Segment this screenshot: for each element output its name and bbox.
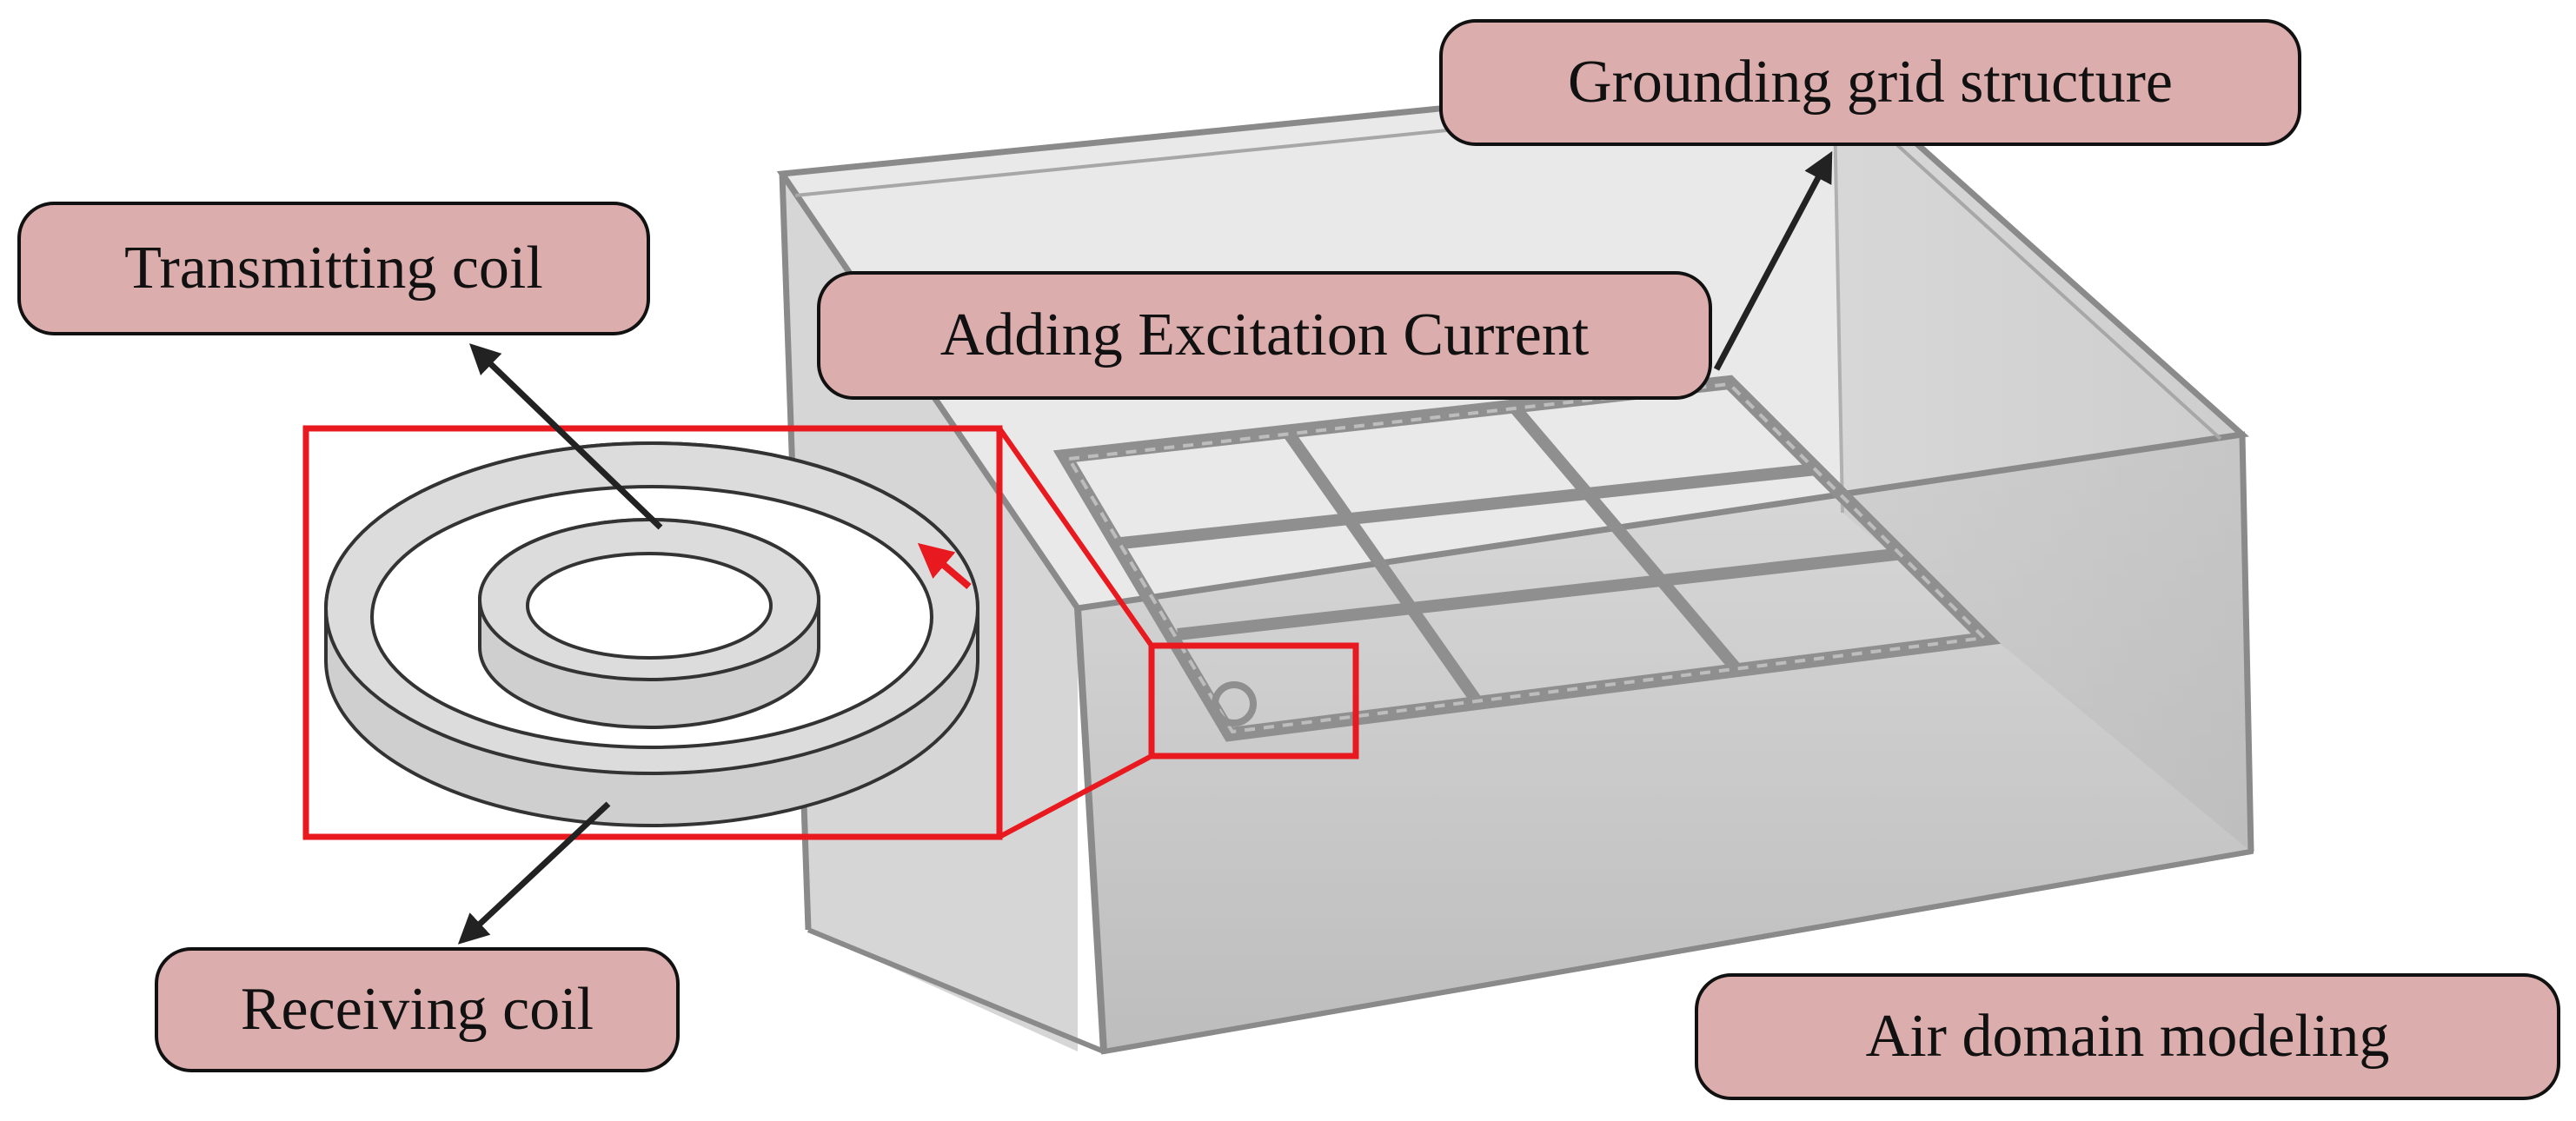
zoom-highlight — [302, 425, 1359, 840]
box-edge-bottom-front — [1103, 849, 2252, 1054]
grid-bar-1 — [1281, 426, 1483, 706]
grid-coil-small — [1212, 681, 1257, 726]
receiving-coil-label: Receiving coil — [155, 947, 680, 1072]
box-edge-front-left — [1074, 607, 1107, 1052]
grid-truss-detail — [1066, 381, 1988, 734]
grounding-grid-label: Grounding grid structure — [1439, 19, 2301, 146]
zoom-source-box — [1148, 642, 1359, 759]
grounding-grid — [1052, 375, 2002, 742]
grid-bar-4 — [1177, 547, 1904, 640]
box-right-face — [1834, 70, 2251, 852]
arrow-transmitting — [468, 343, 663, 530]
grid-bar-2 — [1507, 401, 1743, 675]
zoom-connector-bottom — [998, 753, 1153, 839]
grid-bar-3 — [1120, 463, 1817, 549]
transmitting-coil-inner — [526, 552, 773, 660]
grid-outer-frame — [1052, 375, 2002, 742]
zoom-connector-top — [997, 427, 1154, 647]
transmitting-coil-label: Transmitting coil — [17, 202, 650, 335]
box-edge-bottom-left — [807, 927, 1105, 1054]
arrow-grounding-grid — [1713, 150, 1833, 371]
arrow-receiving — [457, 801, 611, 945]
box-edge-front-right — [2239, 434, 2254, 852]
excitation-current-label: Adding Excitation Current — [817, 271, 1712, 400]
zoom-detail-box — [302, 425, 1003, 840]
air-domain-label: Air domain modeling — [1695, 973, 2560, 1100]
transmitting-coil — [478, 518, 820, 729]
excitation-arrow — [917, 542, 972, 590]
